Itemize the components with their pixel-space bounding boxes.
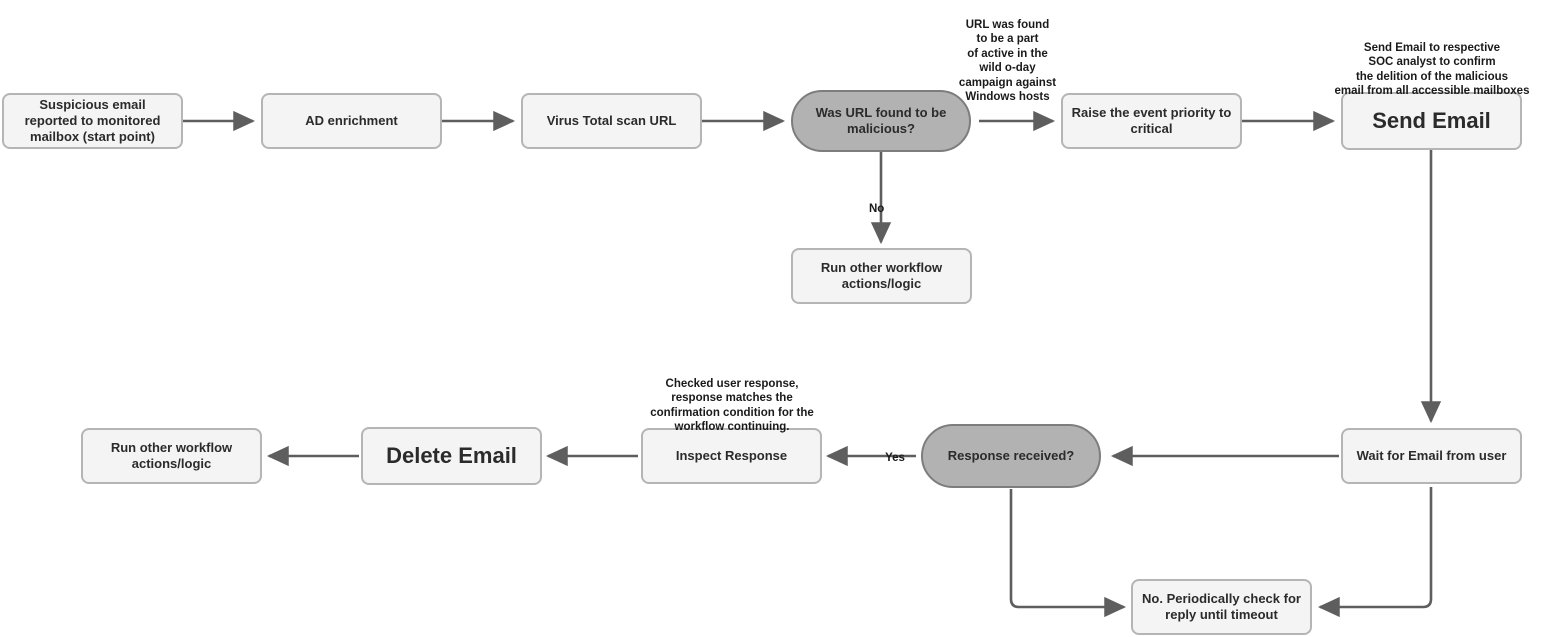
node-wait-for-email[interactable]: Wait for Email from user bbox=[1341, 428, 1522, 484]
annotation-checked-user-response-text: Checked user response, response matches … bbox=[650, 377, 814, 434]
edge-label-no-malicious-text: No bbox=[869, 203, 885, 215]
node-raise-priority-label: Raise the event priority to critical bbox=[1071, 105, 1232, 136]
node-run-other-workflow-top-label: Run other workflow actions/logic bbox=[820, 260, 943, 291]
node-start-label: Suspicious email reported to monitored m… bbox=[24, 97, 161, 144]
annotation-send-email-soc: Send Email to respective SOC analyst to … bbox=[1312, 26, 1542, 99]
node-virus-total-scan-url[interactable]: Virus Total scan URL bbox=[521, 93, 702, 149]
node-run-other-workflow-top[interactable]: Run other workflow actions/logic bbox=[791, 248, 972, 304]
edge-label-yes-response: Yes bbox=[872, 437, 918, 465]
node-delete-email[interactable]: Delete Email bbox=[361, 427, 542, 485]
node-was-url-malicious[interactable]: Was URL found to be malicious? bbox=[791, 90, 971, 152]
annotation-send-email-soc-text: Send Email to respective SOC analyst to … bbox=[1334, 41, 1530, 98]
node-inspect-response-label: Inspect Response bbox=[675, 448, 788, 463]
node-wait-for-email-label: Wait for Email from user bbox=[1356, 448, 1507, 463]
annotation-url-found-campaign: URL was found to be a part of active in … bbox=[920, 3, 1095, 105]
node-ad-enrichment-label: AD enrichment bbox=[305, 113, 398, 128]
node-run-other-workflow-bottom-label: Run other workflow actions/logic bbox=[110, 440, 233, 471]
node-start[interactable]: Suspicious email reported to monitored m… bbox=[2, 93, 183, 149]
node-send-email[interactable]: Send Email bbox=[1341, 92, 1522, 150]
node-virus-total-scan-url-label: Virus Total scan URL bbox=[546, 113, 677, 128]
edge-label-yes-response-text: Yes bbox=[885, 452, 905, 464]
node-ad-enrichment[interactable]: AD enrichment bbox=[261, 93, 442, 149]
annotation-url-found-campaign-text: URL was found to be a part of active in … bbox=[958, 18, 1057, 104]
node-run-other-workflow-bottom[interactable]: Run other workflow actions/logic bbox=[81, 428, 262, 484]
edge-respreceived-to-periodic bbox=[1009, 489, 1127, 618]
node-periodically-check[interactable]: No. Periodically check for reply until t… bbox=[1131, 579, 1312, 635]
node-was-url-malicious-label: Was URL found to be malicious? bbox=[815, 105, 947, 136]
edge-wait-to-periodic bbox=[1317, 487, 1433, 618]
node-send-email-label: Send Email bbox=[1372, 108, 1491, 133]
node-delete-email-label: Delete Email bbox=[386, 443, 517, 468]
node-response-received-label: Response received? bbox=[947, 448, 1075, 463]
node-inspect-response[interactable]: Inspect Response bbox=[641, 428, 822, 484]
node-response-received[interactable]: Response received? bbox=[921, 424, 1101, 488]
edge-label-no-malicious: No bbox=[869, 188, 919, 216]
annotation-checked-user-response: Checked user response, response matches … bbox=[620, 362, 844, 435]
node-raise-priority[interactable]: Raise the event priority to critical bbox=[1061, 93, 1242, 149]
node-periodically-check-label: No. Periodically check for reply until t… bbox=[1142, 591, 1301, 622]
